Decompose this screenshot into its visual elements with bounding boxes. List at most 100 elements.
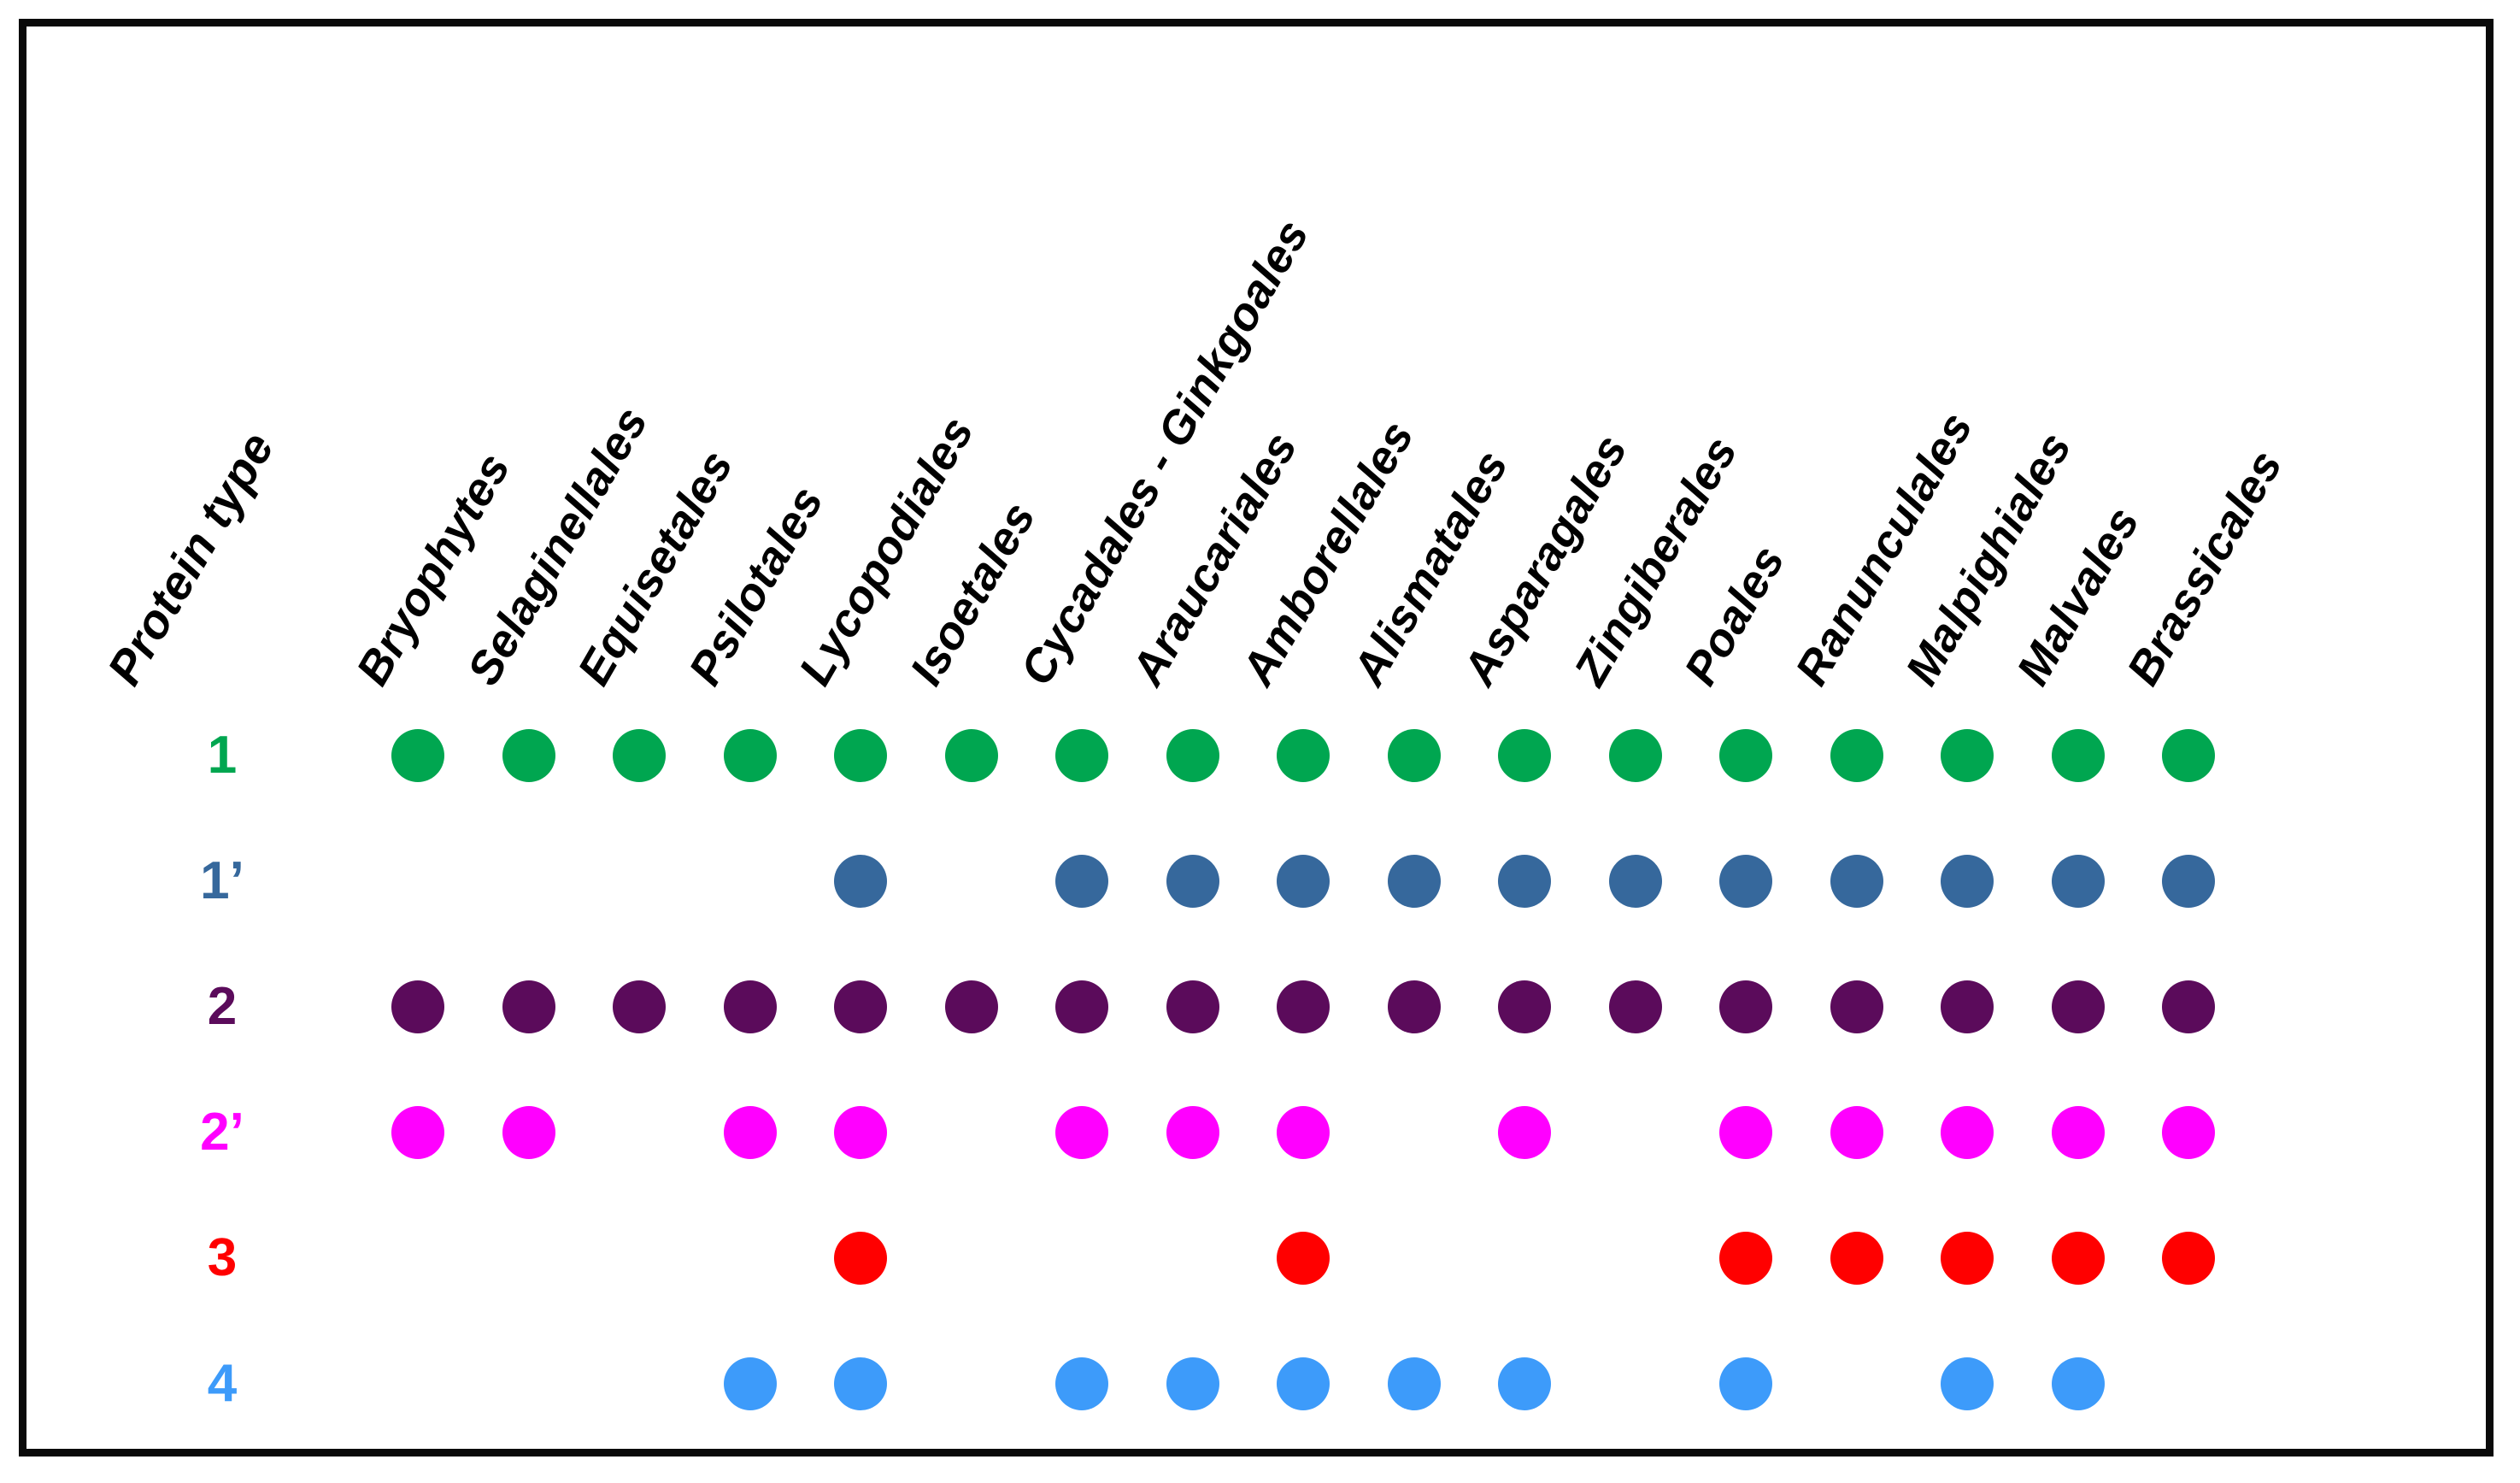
matrix-dot-absent: [391, 855, 444, 908]
matrix-dot-present: [2162, 1105, 2215, 1159]
matrix-dot-absent: [945, 1232, 998, 1285]
row-label-3: 2: [207, 976, 238, 1036]
presence-dot-icon: [1387, 728, 1441, 782]
matrix-dot-present: [1941, 728, 1994, 782]
matrix-dot-present: [723, 1356, 777, 1410]
matrix-dot-present: [2162, 854, 2215, 908]
matrix-dot-present: [834, 728, 887, 782]
presence-dot-icon: [1277, 1105, 1330, 1159]
matrix-dot-present: [1719, 854, 1772, 908]
presence-dot-icon: [2051, 728, 2105, 782]
matrix-dot-absent: [1388, 1106, 1441, 1159]
matrix-row: 2’: [0, 1069, 2520, 1195]
matrix-dot-absent: [1830, 1357, 1883, 1410]
matrix-dot-present: [1277, 728, 1330, 782]
matrix-dot-present: [1830, 728, 1883, 782]
matrix-dot-present: [1830, 854, 1883, 908]
matrix-dot-present: [2051, 1105, 2105, 1159]
matrix-dot-present: [1166, 1356, 1219, 1410]
matrix-dot-present: [1055, 728, 1108, 782]
matrix-dot-present: [613, 980, 666, 1033]
matrix-dot-present: [1387, 1356, 1441, 1410]
presence-dot-icon: [1277, 854, 1330, 908]
matrix-dot-present: [1387, 854, 1441, 908]
matrix-dot-present: [1719, 1105, 1772, 1159]
matrix-dot-absent: [724, 1232, 777, 1285]
presence-dot-icon: [613, 728, 666, 782]
matrix-dot-present: [1498, 1105, 1551, 1159]
matrix-dot-present: [1719, 1356, 1772, 1410]
matrix-dot-present: [1277, 1356, 1330, 1410]
presence-dot-icon: [1166, 1105, 1219, 1159]
matrix-row-cells: [0, 818, 2520, 944]
presence-dot-icon: [1941, 980, 1994, 1033]
presence-dot-icon: [1498, 854, 1551, 908]
presence-dot-icon: [502, 1105, 555, 1159]
matrix-dot-present: [1277, 980, 1330, 1033]
presence-dot-icon: [723, 1356, 777, 1410]
matrix-dot-present: [1719, 1231, 1772, 1285]
row-label-6: 4: [207, 1353, 238, 1413]
presence-dot-icon: [502, 728, 555, 782]
presence-dot-icon: [1941, 854, 1994, 908]
matrix-dot-present: [834, 980, 887, 1033]
matrix-dot-present: [1498, 854, 1551, 908]
presence-dot-icon: [1166, 728, 1219, 782]
matrix-dot-absent: [945, 1106, 998, 1159]
presence-dot-icon: [834, 854, 887, 908]
presence-dot-icon: [723, 728, 777, 782]
presence-dot-icon: [2162, 854, 2215, 908]
presence-dot-icon: [1498, 980, 1551, 1033]
matrix-dot-present: [1277, 1105, 1330, 1159]
matrix-dot-absent: [1055, 1232, 1108, 1285]
matrix-row: 3: [0, 1195, 2520, 1321]
presence-dot-icon: [1387, 980, 1441, 1033]
presence-dot-icon: [723, 1105, 777, 1159]
matrix-dot-present: [1277, 1231, 1330, 1285]
matrix-dot-absent: [613, 1232, 666, 1285]
matrix-dot-absent: [1498, 1232, 1551, 1285]
presence-dot-icon: [834, 1356, 887, 1410]
matrix-dot-present: [1941, 980, 1994, 1033]
matrix-dot-absent: [502, 1357, 555, 1410]
presence-dot-icon: [2051, 1105, 2105, 1159]
matrix-dot-present: [834, 1105, 887, 1159]
presence-dot-icon: [1055, 854, 1108, 908]
matrix-dot-present: [2051, 980, 2105, 1033]
presence-dot-icon: [1055, 728, 1108, 782]
matrix-dot-absent: [502, 1232, 555, 1285]
matrix-dot-absent: [945, 855, 998, 908]
presence-dot-icon: [1830, 1105, 1883, 1159]
matrix-dot-present: [1941, 1105, 1994, 1159]
matrix-dot-present: [391, 1105, 444, 1159]
matrix-dot-absent: [2162, 1357, 2215, 1410]
matrix-dot-absent: [1388, 1232, 1441, 1285]
matrix-dot-present: [1166, 980, 1219, 1033]
matrix-dot-present: [944, 980, 998, 1033]
presence-dot-icon: [1719, 1105, 1772, 1159]
presence-dot-icon: [1166, 854, 1219, 908]
presence-dot-icon: [944, 980, 998, 1033]
presence-dot-icon: [1941, 1356, 1994, 1410]
matrix-dot-present: [723, 980, 777, 1033]
matrix-dot-present: [502, 1105, 555, 1159]
presence-dot-icon: [834, 980, 887, 1033]
matrix-row: 1: [0, 692, 2520, 818]
row-header-title: Protein type: [97, 422, 285, 694]
matrix-dot-present: [502, 980, 555, 1033]
matrix-dot-present: [1498, 728, 1551, 782]
presence-dot-icon: [2162, 1231, 2215, 1285]
matrix-dot-present: [834, 1231, 887, 1285]
presence-dot-icon: [2051, 854, 2105, 908]
matrix-dot-present: [1830, 980, 1883, 1033]
presence-dot-icon: [1055, 1356, 1108, 1410]
matrix-dot-present: [1387, 980, 1441, 1033]
presence-dot-icon: [391, 980, 444, 1033]
presence-dot-icon: [2162, 980, 2215, 1033]
matrix-dot-present: [391, 980, 444, 1033]
presence-dot-icon: [502, 980, 555, 1033]
matrix-row: 1’: [0, 818, 2520, 944]
presence-dot-icon: [1277, 728, 1330, 782]
row-label-5: 3: [207, 1227, 238, 1287]
presence-dot-icon: [1387, 854, 1441, 908]
